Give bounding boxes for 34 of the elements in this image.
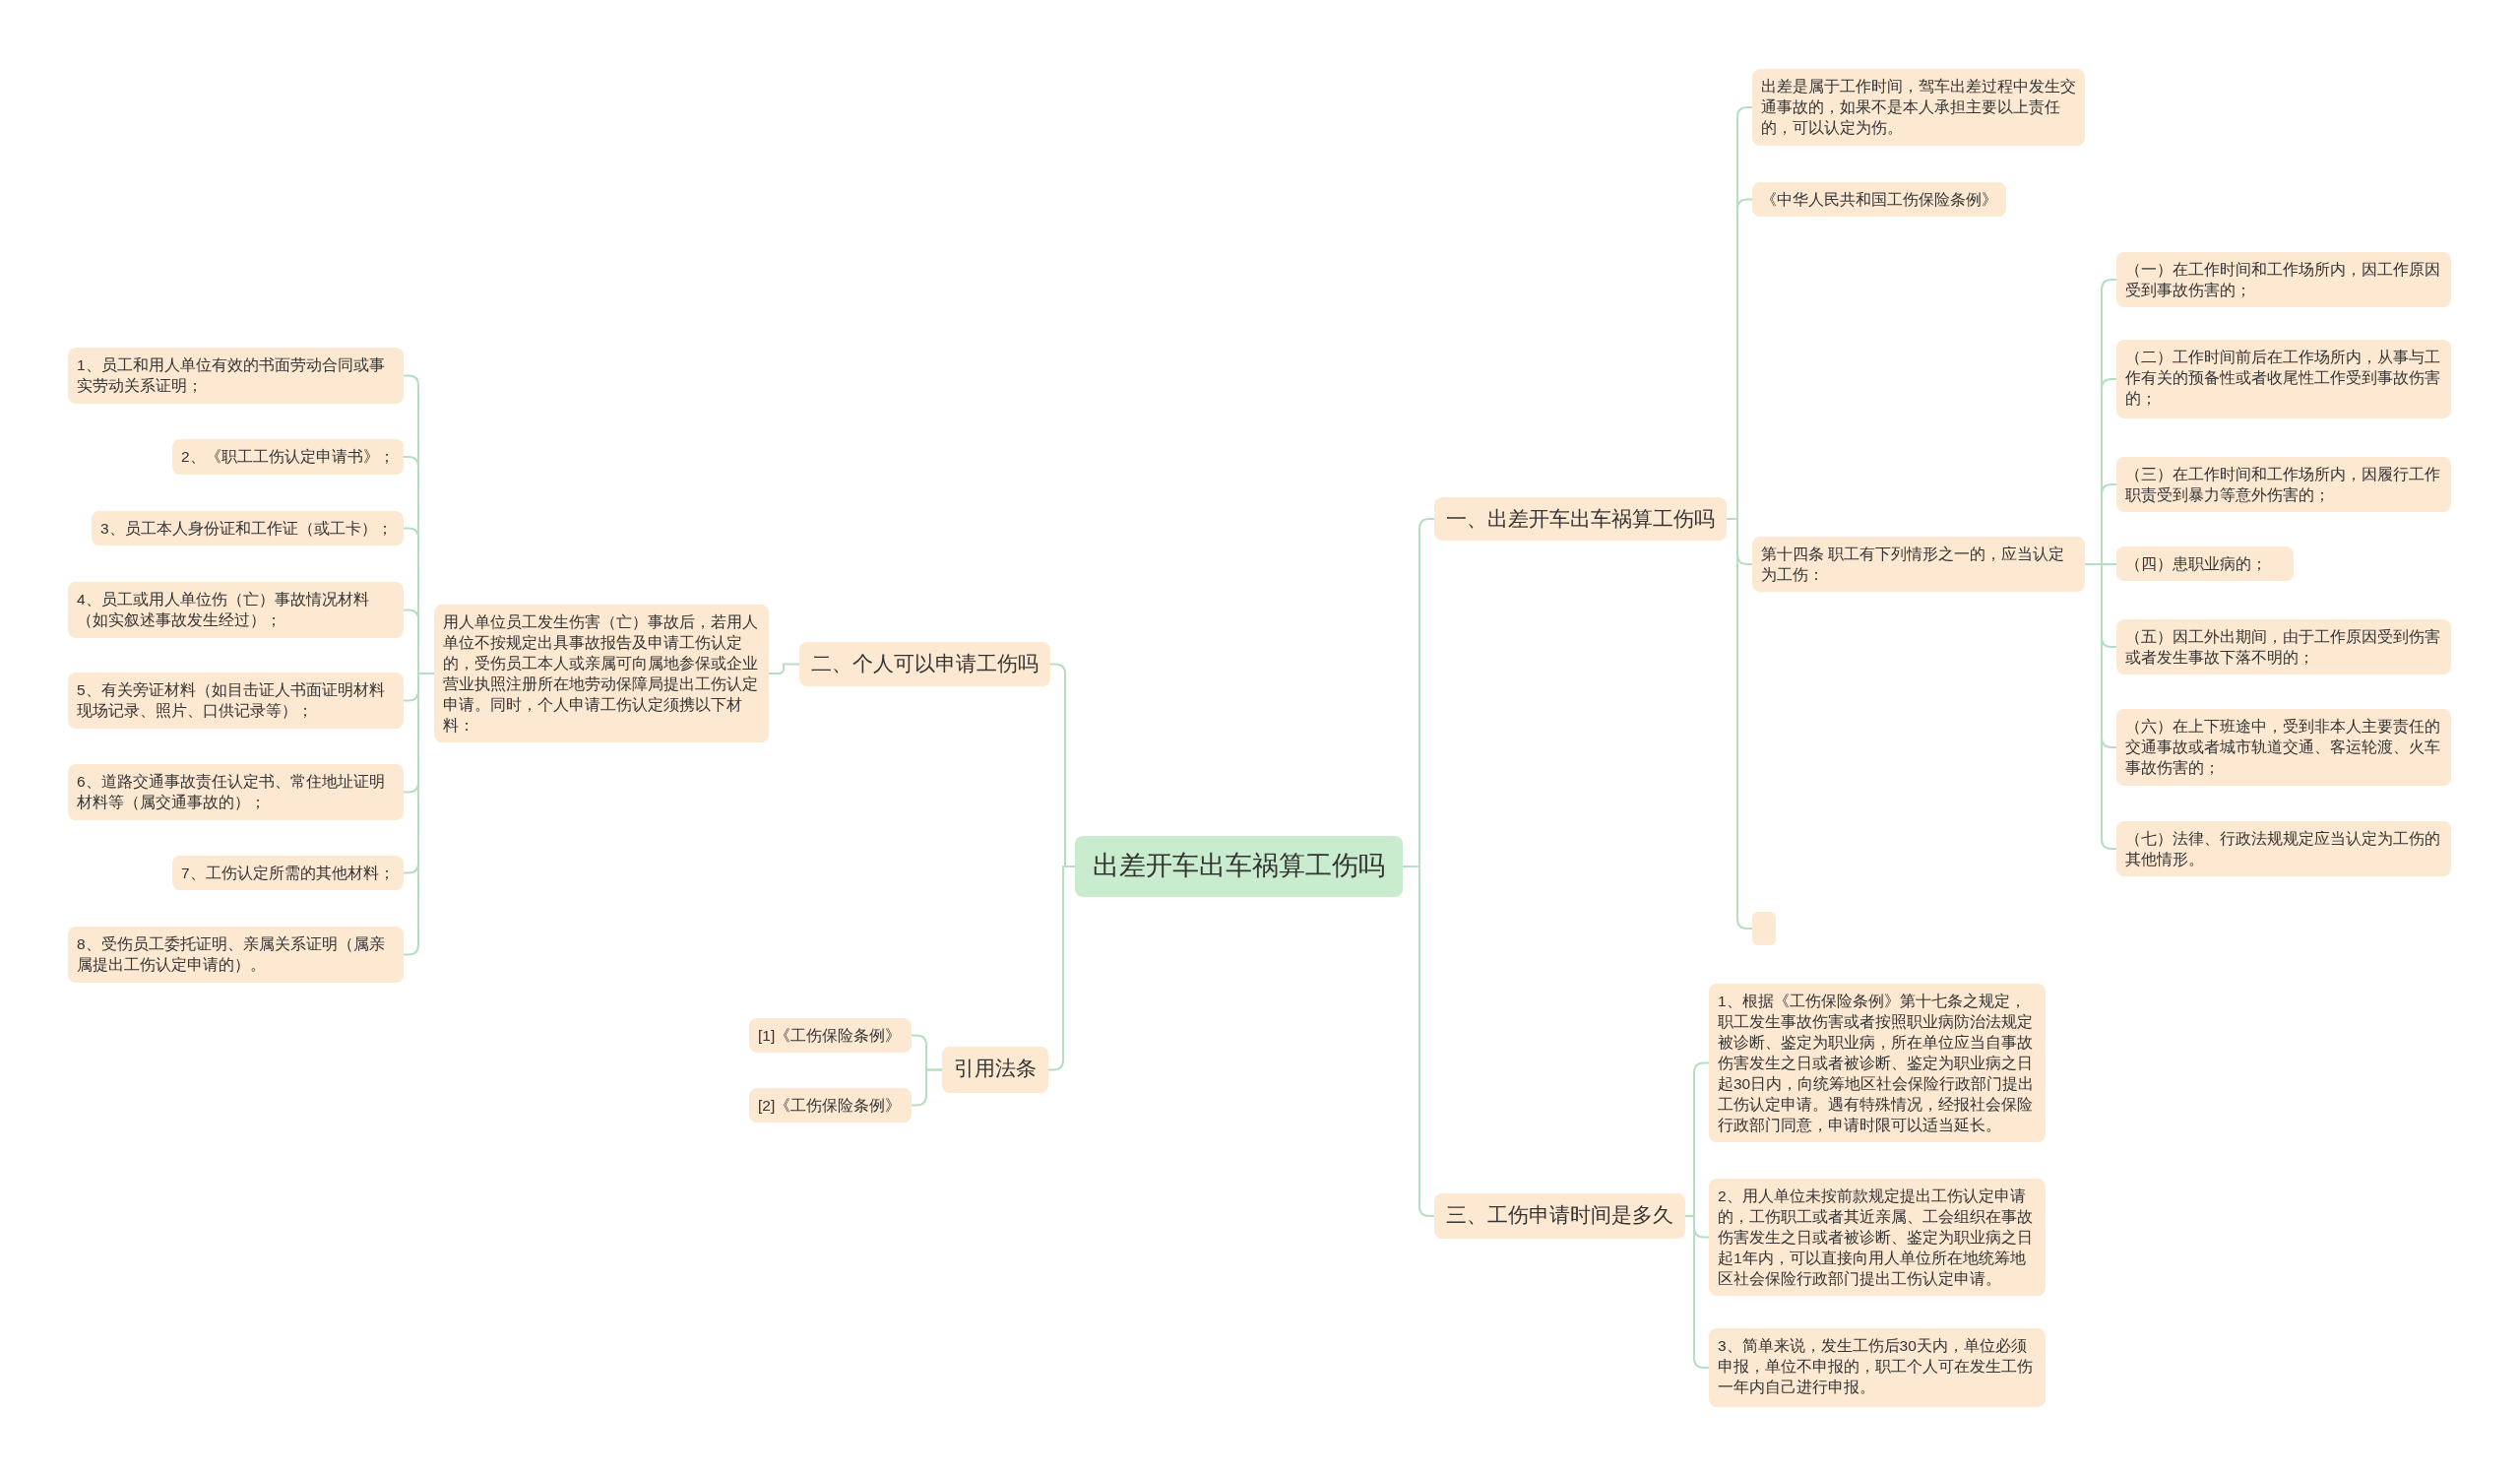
subtopic-box: 2、用人单位未按前款规定提出工伤认定申请的，工伤职工或者其近亲属、工会组织在事故伤害发生之日或者被诊断、鉴定为职业病之日起1年内，可以直接向用人单位所在地统筹地区社会保险行政部门提出工伤认定申请。 bbox=[1709, 1179, 2046, 1296]
subtopic-box: （一）在工作时间和工作场所内，因工作原因受到事故伤害的； bbox=[2116, 252, 2451, 307]
subtopic-box: 2、《职工工伤认定申请书》； bbox=[172, 439, 404, 475]
subtopic-box: （六）在上下班途中，受到非本人主要责任的交通事故或者城市轨道交通、客运轮渡、火车事故伤害的； bbox=[2116, 709, 2451, 786]
subtopic-box: [2]《工伤保险条例》 bbox=[749, 1088, 912, 1122]
branch-topic: 二、个人可以申请工伤吗 bbox=[799, 642, 1050, 686]
central-topic: 出差开车出车祸算工伤吗 bbox=[1075, 836, 1403, 897]
subtopic-box: [1]《工伤保险条例》 bbox=[749, 1018, 912, 1053]
branch-topic: 一、出差开车出车祸算工伤吗 bbox=[1434, 497, 1727, 541]
subtopic-box: 3、员工本人身份证和工作证（或工卡）； bbox=[92, 511, 404, 545]
subtopic-box: 1、员工和用人单位有效的书面劳动合同或事实劳动关系证明； bbox=[68, 348, 404, 404]
connector-line bbox=[911, 1068, 943, 1107]
subtopic-box: （五）因工外出期间，由于工作原因受到伤害或者发生事故下落不明的； bbox=[2116, 619, 2451, 674]
connector-line bbox=[2084, 563, 2117, 850]
connector-line bbox=[768, 663, 800, 674]
subtopic-box: 4、员工或用人单位伤（亡）事故情况材料（如实叙述事故发生经过）； bbox=[68, 582, 404, 638]
subtopic-box: 5、有关旁证材料（如目击证人书面证明材料现场记录、照片、口供记录等）； bbox=[68, 673, 404, 729]
subtopic-box: 3、简单来说，发生工伤后30天内，单位必须申报，单位不申报的，职工个人可在发生工伤一年内自己进行申报。 bbox=[1709, 1328, 2046, 1407]
branch-topic: 引用法条 bbox=[942, 1047, 1048, 1093]
subtopic-box: 8、受伤员工委托证明、亲属关系证明（属亲属提出工伤认定申请的）。 bbox=[68, 927, 404, 983]
subtopic-box: （七）法律、行政法规规定应当认定为工伤的其他情形。 bbox=[2116, 821, 2451, 876]
subtopic-box: 第十四条 职工有下列情形之一的，应当认定为工伤： bbox=[1752, 537, 2085, 592]
subtopic-box: 《中华人民共和国工伤保险条例》 bbox=[1752, 182, 2006, 217]
subtopic-box: 7、工伤认定所需的其他材料； bbox=[172, 856, 404, 890]
subtopic-box: 出差是属于工作时间，驾车出差过程中发生交通事故的，如果不是本人承担主要以上责任的，可以认定为伤。 bbox=[1752, 69, 2085, 146]
subtopic-box: （二）工作时间前后在工作场所内，从事与工作有关的预备性或者收尾性工作受到事故伤害的； bbox=[2116, 340, 2451, 418]
subtopic-box: 6、道路交通事故责任认定书、常住地址证明材料等（属交通事故的）； bbox=[68, 764, 404, 820]
subtopic-box: （四）患职业病的； bbox=[2116, 546, 2294, 581]
subtopic-box: 用人单位员工发生伤害（亡）事故后，若用人单位不按规定出具事故报告及申请工伤认定的，受伤员工本人或亲属可向属地参保或企业营业执照注册所在地劳动保障局提出工伤认定申请。同时，个人申请工伤认定须携以下材料： bbox=[434, 605, 769, 742]
subtopic-box: 1、根据《工伤保险条例》第十七条之规定，职工发生事故伤害或者按照职业病防治法规定被诊断、鉴定为职业病，所在单位应当自事故伤害发生之日或者被诊断、鉴定为职业病之日起30日内，向统筹地区社会保险行政部门提出工伤认定申请。遇有特殊情况，经报社会保险行政部门同意，申请时限可以适当延长。 bbox=[1709, 984, 2046, 1142]
subtopic-box: （三）在工作时间和工作场所内，因履行工作职责受到暴力等意外伤害的； bbox=[2116, 457, 2451, 512]
blank-box bbox=[1752, 912, 1776, 945]
branch-topic: 三、工伤申请时间是多久 bbox=[1434, 1193, 1685, 1239]
connector-line bbox=[403, 673, 435, 956]
